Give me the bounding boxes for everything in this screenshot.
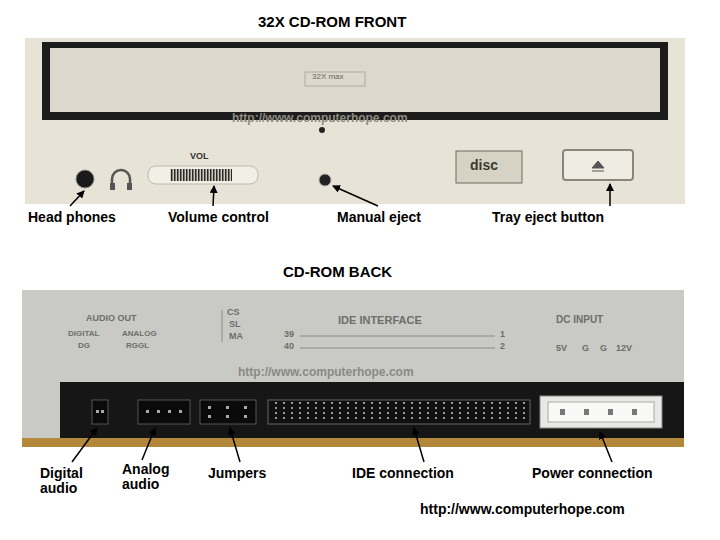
jumper-block — [200, 400, 256, 424]
part-label: IDE connection — [352, 466, 454, 481]
pin-guide — [300, 348, 495, 349]
pin-name: 12V — [616, 344, 632, 354]
part-label: Volume control — [168, 210, 269, 225]
panel-marking: AUDIO OUT — [86, 314, 137, 324]
ide-connector — [268, 400, 530, 424]
pin-name: G — [600, 344, 607, 354]
ide-pins — [272, 402, 526, 422]
panel-marking: IDE INTERFACE — [338, 314, 422, 326]
pin-number: 1 — [500, 330, 505, 340]
part-label: Tray eject button — [492, 210, 604, 225]
pin-number: 39 — [284, 330, 294, 340]
panel-marking: CS — [227, 308, 240, 318]
pin-name: 5V — [556, 344, 567, 354]
pin-name: G — [582, 344, 589, 354]
power-connector — [540, 396, 662, 428]
eject-button — [563, 150, 633, 180]
logo-text: disc — [470, 158, 498, 173]
pin-number: 40 — [284, 342, 294, 352]
leader-line — [213, 186, 214, 206]
headphone-jack — [76, 170, 94, 188]
back-panel — [22, 290, 684, 390]
watermark: http://www.computerhope.com — [238, 366, 414, 379]
panel-marking: VOL — [190, 152, 209, 162]
volume-slot — [148, 166, 258, 184]
panel-marking: RGGL — [126, 342, 149, 351]
leader-line — [72, 428, 97, 462]
jumper-bracket — [222, 310, 223, 342]
front-panel — [25, 38, 685, 204]
section-heading: CD-ROM BACK — [283, 264, 392, 281]
panel-marking: DC INPUT — [556, 314, 603, 325]
compact-disc-logo — [456, 151, 522, 183]
analog-audio-port — [138, 400, 190, 424]
part-label: Manual eject — [337, 210, 421, 225]
panel-marking: DIGITAL — [68, 330, 99, 339]
panel-marking: SL — [229, 320, 241, 330]
manual-eject-hole — [319, 174, 331, 186]
tray-badge — [305, 72, 365, 86]
leader-line — [333, 186, 378, 206]
digital-audio-port — [92, 400, 108, 424]
leader-line — [70, 191, 84, 206]
eject-symbol — [592, 161, 604, 171]
part-label: Power connection — [532, 466, 653, 481]
leader-line — [609, 184, 611, 206]
part-label: Digital audio — [40, 466, 104, 497]
volume-wheel — [170, 169, 232, 181]
panel-marking: DG — [78, 342, 90, 351]
tray-badge-text: 32X max — [312, 73, 344, 82]
panel-marking: MA — [229, 332, 243, 342]
tray — [50, 48, 660, 112]
leader-line — [142, 428, 155, 460]
part-label: Head phones — [28, 210, 116, 225]
headphone-icon — [110, 183, 115, 190]
pin-guide — [300, 336, 495, 337]
leader-line — [600, 432, 612, 462]
part-label: Analog audio — [122, 462, 186, 493]
panel-marking: ANALOG — [122, 330, 157, 339]
source-url: http://www.computerhope.com — [420, 502, 625, 517]
busy-led — [319, 127, 325, 133]
section-heading: 32X CD-ROM FRONT — [258, 14, 406, 31]
leader-line — [230, 428, 240, 462]
watermark: http://www.computerhope.com — [232, 112, 408, 125]
pin-number: 2 — [500, 342, 505, 352]
tray-bezel — [42, 42, 668, 120]
circuit-board-edge — [22, 438, 684, 447]
leader-line — [414, 428, 424, 462]
headphone-icon — [127, 183, 132, 190]
part-label: Jumpers — [208, 466, 266, 481]
